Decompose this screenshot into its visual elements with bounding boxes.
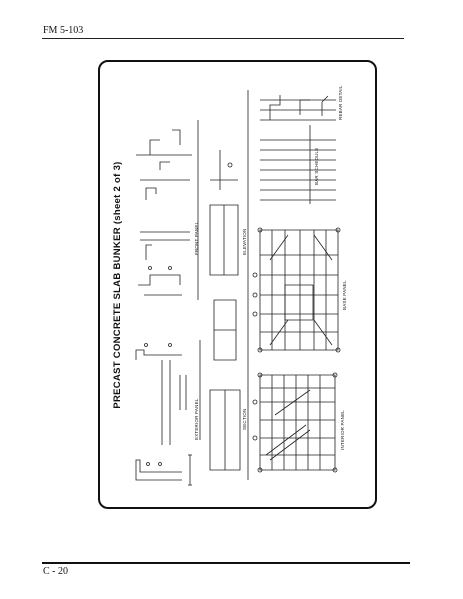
header-rule (42, 38, 404, 39)
label-bar-schedule: BAR SCHEDULE (314, 147, 319, 185)
page-header-label: FM 5-103 (43, 25, 84, 36)
label-base-panel: BASE PANEL (342, 280, 347, 310)
base-rebar-grid (253, 228, 340, 352)
interior-rebar-grid (253, 373, 337, 472)
footer-rule (42, 562, 410, 564)
label-rebar-detail: REBAR DETAIL (338, 85, 343, 120)
label-exterior-panel: EXTERIOR PANEL (194, 398, 199, 440)
technical-drawing (110, 70, 365, 500)
rotated-drawing-sheet: PRECAST CONCRETE SLAB BUNKER (sheet 2 of… (110, 70, 365, 500)
label-elevation: ELEVATION (242, 228, 247, 255)
drawing-plate: PRECAST CONCRETE SLAB BUNKER (sheet 2 of… (98, 60, 377, 509)
page-number: C - 20 (43, 566, 68, 577)
bar-schedule-drawing (260, 95, 336, 204)
panel-plan-views (210, 90, 248, 480)
label-interior-panel: INTERIOR PANEL (340, 410, 345, 450)
label-section: SECTION (242, 408, 247, 430)
label-front-panel: FRONT PANEL (194, 221, 199, 255)
interior-panel-drawing (136, 120, 198, 300)
exterior-panel-drawing (136, 340, 200, 485)
